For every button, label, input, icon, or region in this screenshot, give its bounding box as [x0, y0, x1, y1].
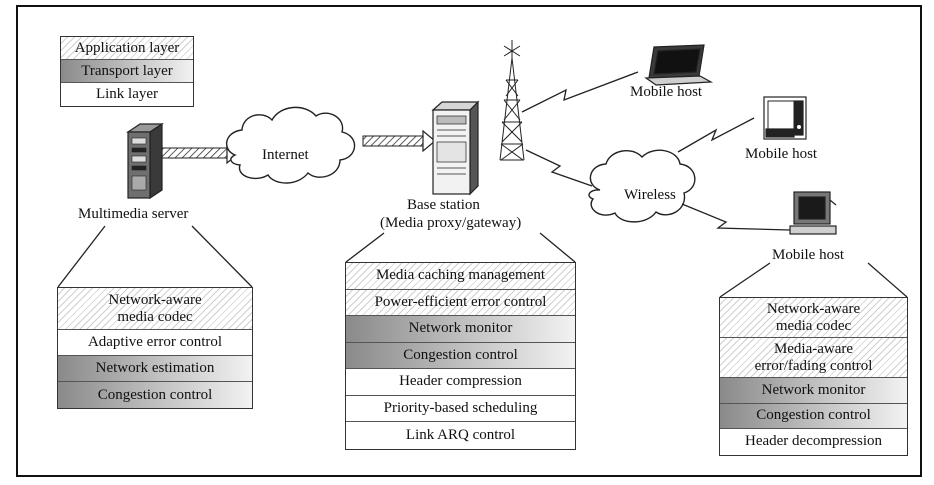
mobile-callout-lines	[719, 262, 908, 298]
desktop-monitor-icon	[789, 191, 837, 235]
base-stack-layer-label: Congestion control	[403, 346, 518, 363]
legend-item-label: Transport layer	[81, 62, 173, 79]
base-callout-lines	[345, 232, 576, 263]
multimedia-server-label: Multimedia server	[78, 206, 189, 222]
mobile-stack-layer-label: Network monitor	[761, 381, 866, 398]
base-stack-layer: Power-efficient error control	[346, 289, 575, 316]
base-stack-layer: Media caching management	[346, 263, 575, 290]
server-stack-layer: Congestion control	[58, 382, 252, 408]
mobile-stack-layer: Header decompression	[720, 429, 907, 455]
base-stack-layer: Link ARQ control	[346, 422, 575, 449]
base-stack-layer-label: Media caching management	[375, 267, 546, 284]
base-station-label: Base station	[407, 197, 480, 213]
antenna-tower-icon	[499, 40, 525, 161]
internet-label: Internet	[262, 147, 309, 163]
wireless-link-base-cloud	[525, 149, 593, 187]
base-stack-layer: Priority-based scheduling	[346, 395, 575, 422]
base-stack-layer-label: Power-efficient error control	[374, 293, 547, 310]
mobile-stack-layer: Congestion control	[720, 403, 907, 429]
server-stack-layer-label: Adaptive error control	[87, 334, 223, 350]
wireless-link-top	[521, 71, 639, 113]
base-station-icon	[431, 100, 480, 196]
wireless-label: Wireless	[624, 187, 676, 203]
internet-to-base-arrow	[362, 129, 436, 153]
mobile-host-top-label: Mobile host	[630, 84, 703, 100]
wireless-link-bottom	[681, 203, 791, 231]
server-stack-layer: Adaptive error control	[58, 330, 252, 356]
internet-cloud	[226, 106, 356, 184]
mobile-host-bottom-label: Mobile host	[772, 247, 845, 263]
handheld-device-icon	[763, 96, 807, 140]
server-stack-layer-label: Network estimation	[95, 360, 215, 376]
legend-item: Transport layer	[61, 60, 193, 83]
legend-item-label: Link layer	[95, 86, 159, 102]
legend-item: Link layer	[61, 83, 193, 106]
base-stack-layer-label: Priority-based scheduling	[383, 399, 538, 416]
server-callout-lines	[57, 225, 253, 288]
mobile-host-middle-label: Mobile host	[745, 146, 818, 162]
legend-item-label: Application layer	[74, 39, 180, 56]
wireless-cloud	[588, 149, 696, 223]
base-stack-layer: Network monitor	[346, 316, 575, 343]
wireless-link-middle	[677, 117, 755, 153]
laptop-icon	[644, 44, 714, 86]
base-station-sublabel: (Media proxy/gateway)	[380, 215, 522, 231]
base-stack-layer: Header compression	[346, 369, 575, 396]
diagram-frame	[16, 5, 922, 477]
base-stack-layer-label: Network monitor	[408, 320, 513, 337]
legend-item: Application layer	[61, 37, 193, 60]
multimedia-server-icon	[126, 122, 164, 200]
mobile-stack-layer-label: Header decompression	[744, 433, 883, 450]
mobile-stack-layer-label: Congestion control	[756, 407, 871, 424]
base-stack-layer-label: Header compression	[399, 373, 522, 390]
base-stack-layer-label: Link ARQ control	[405, 426, 516, 443]
server-stack-layer: Network estimation	[58, 356, 252, 382]
server-stack-layer-label: Congestion control	[97, 386, 213, 403]
mobile-stack-layer: Network monitor	[720, 378, 907, 404]
base-stack-layer: Congestion control	[346, 342, 575, 369]
